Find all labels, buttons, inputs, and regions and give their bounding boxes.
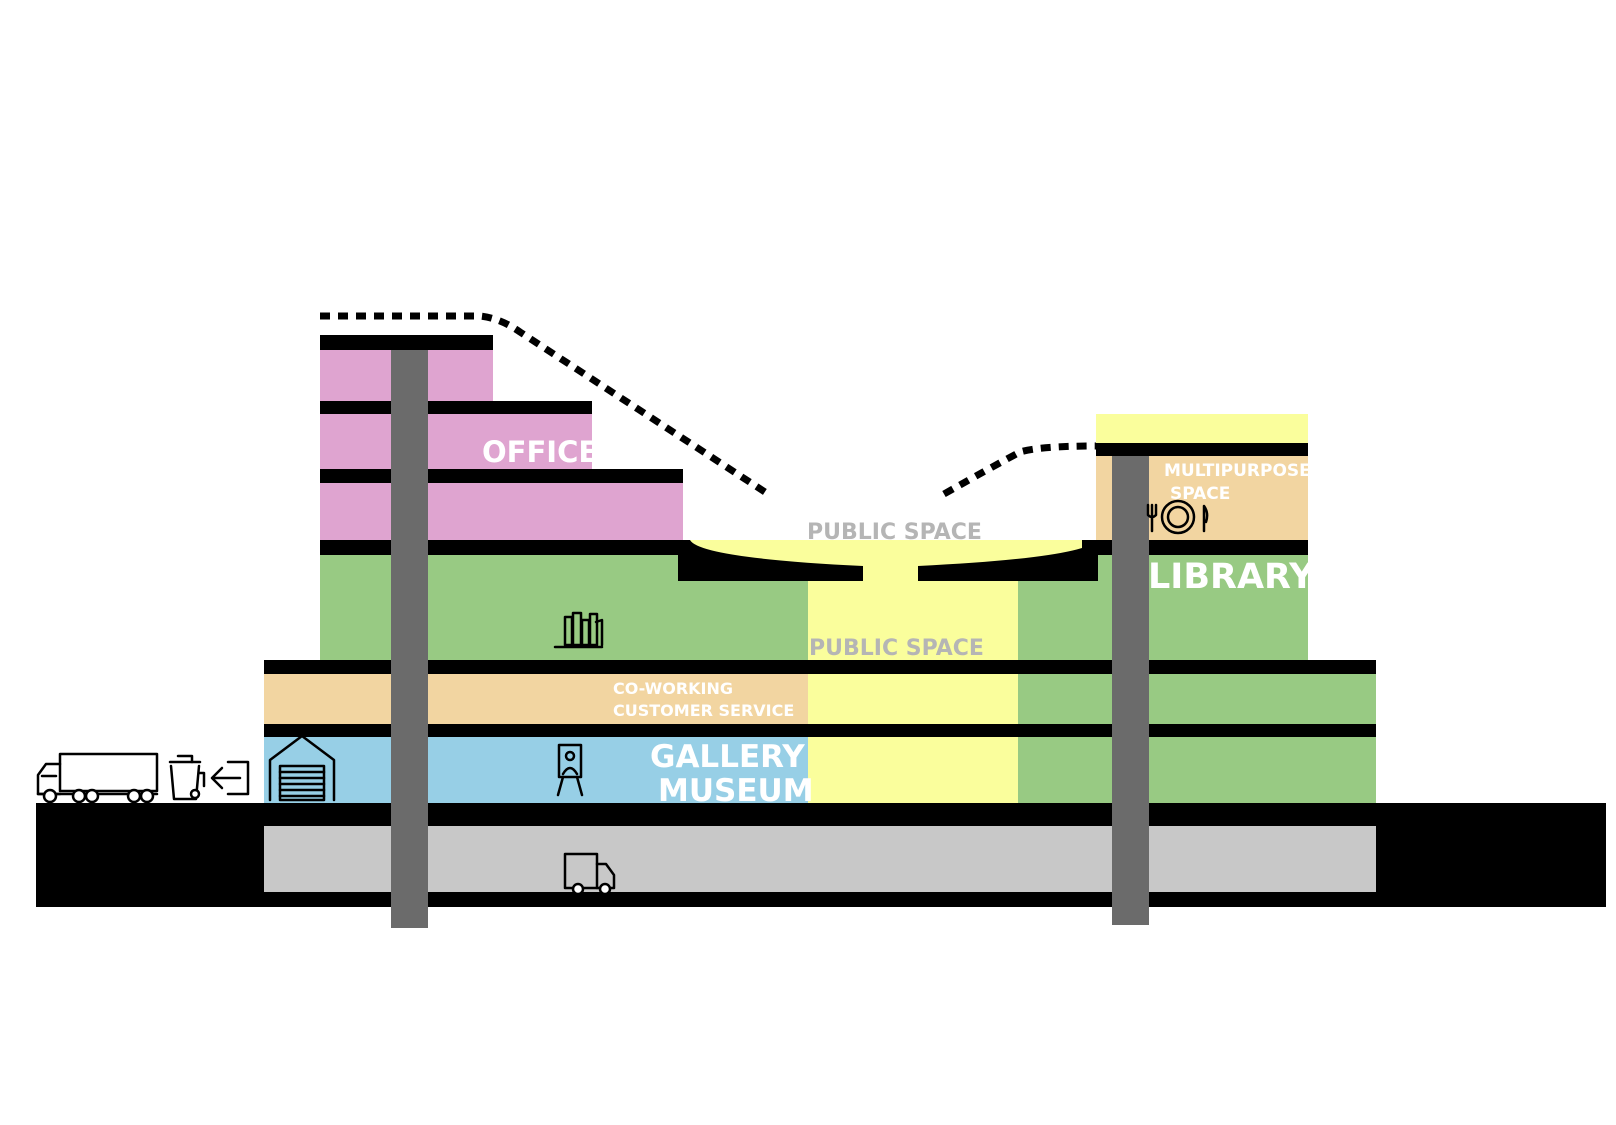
slab-office-roof [320, 335, 493, 350]
garage-icon [268, 734, 336, 802]
library-label: LIBRARY [1148, 557, 1315, 597]
slab-office-2 [320, 401, 592, 414]
entry-arrow-icon [210, 760, 250, 796]
coworking-label-line2: CUSTOMER SERVICE [613, 701, 794, 720]
multipurpose-label-line1: MULTIPURPOSE [1164, 461, 1311, 481]
books-icon [553, 611, 604, 649]
public-space-top-label: PUBLIC SPACE [807, 520, 982, 545]
terrace-slab-right-cap [1082, 540, 1098, 581]
painting-easel-icon [556, 743, 584, 797]
gallery-museum-zone [264, 737, 808, 803]
library-ground-zone [1018, 737, 1376, 803]
slab-second-floor [264, 660, 1376, 674]
truck-icon [36, 752, 159, 804]
public-space-first-zone [808, 674, 1018, 724]
public-space-mid-label: PUBLIC SPACE [809, 636, 984, 661]
library-first-zone [1018, 674, 1376, 724]
core-right [1112, 456, 1149, 925]
roof-public-zone [1096, 414, 1308, 443]
terrace-slab-left [678, 540, 863, 581]
slab-first-floor [264, 724, 1376, 737]
office-envelope-dashed-line [320, 312, 770, 497]
basement-zone [264, 826, 1376, 892]
delivery-van-icon [563, 852, 616, 896]
gallery-label: GALLERY [650, 739, 805, 775]
waste-bin-icon [168, 754, 206, 801]
slab-office-1 [320, 469, 683, 483]
public-space-ground-zone [808, 737, 1018, 803]
coworking-zone [264, 674, 808, 724]
slab-multipurpose-roof [1096, 443, 1308, 456]
museum-label: MUSEUM [658, 773, 814, 809]
multipurpose-label-line2: SPACE [1170, 484, 1230, 504]
coworking-label-line1: CO-WORKING [613, 679, 733, 698]
office-zone-1 [320, 483, 683, 540]
core-left [391, 350, 428, 928]
office-label: OFFICE [482, 435, 598, 469]
office-zone-2 [320, 414, 592, 469]
terrace-slab-right [918, 540, 1098, 581]
ground-foundation [36, 803, 1606, 907]
multipurpose-envelope-dashed-line [942, 442, 1097, 498]
dining-icon [1146, 499, 1209, 535]
slab-office-base [320, 540, 690, 555]
